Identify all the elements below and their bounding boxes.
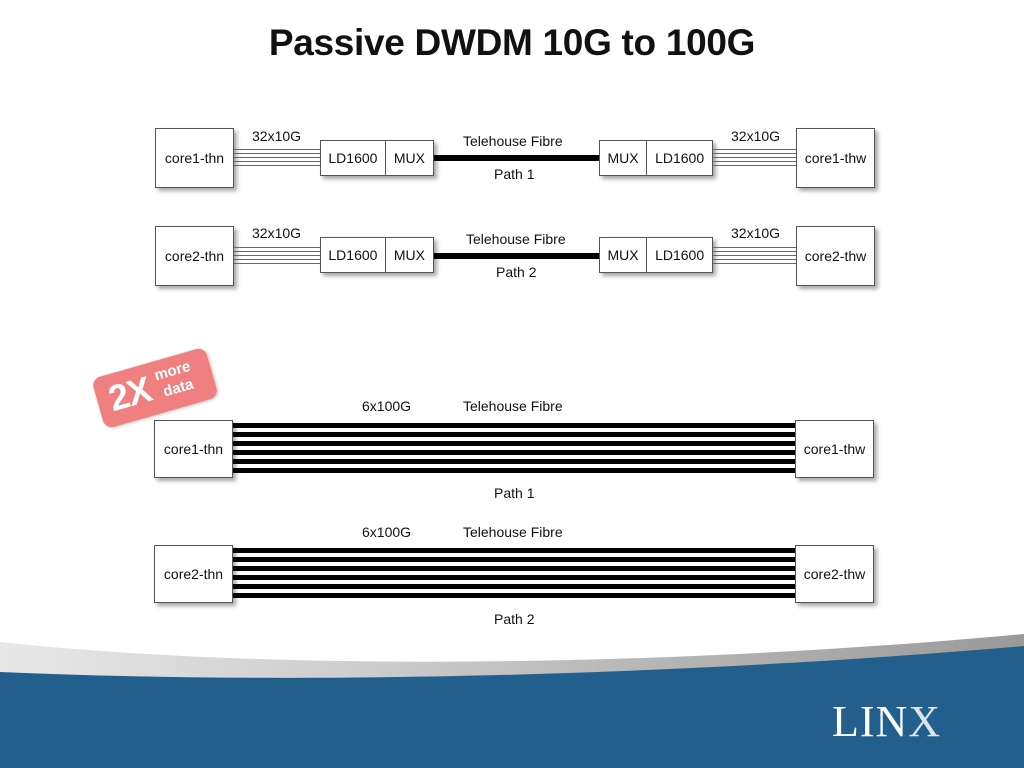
fibre-strand xyxy=(713,255,796,256)
fibre-100g-strand xyxy=(233,584,795,589)
footer-wave xyxy=(0,634,1024,768)
fibre-strand xyxy=(713,153,796,154)
mux-label: MUX xyxy=(607,247,639,263)
fibre-strand xyxy=(234,165,320,166)
fibre-strand xyxy=(234,251,320,252)
path-label: Path 2 xyxy=(494,611,535,627)
more-data-badge: 2X more data xyxy=(91,346,219,430)
fibre-strand xyxy=(234,247,320,248)
router-core2-thn: core2-thn xyxy=(154,545,233,603)
mux-ld1600-right: MUX LD1600 xyxy=(599,237,713,273)
fibre-100g-strand xyxy=(233,459,795,464)
ld1600-mux-left: LD1600 MUX xyxy=(320,140,434,176)
router-core1-thn: core1-thn xyxy=(154,420,233,478)
fibre-label: Telehouse Fibre xyxy=(463,524,563,540)
fibre-strand xyxy=(713,247,796,248)
fibre-strand xyxy=(234,259,320,260)
fibre-strand xyxy=(713,259,796,260)
logo-text: LIN xyxy=(832,697,909,746)
router-core1-thw: core1-thw xyxy=(796,128,875,188)
fibre-100g-strand xyxy=(233,468,795,473)
fibre-100g-strand xyxy=(233,432,795,437)
fibre-strand xyxy=(234,149,320,150)
fibre-strand xyxy=(234,255,320,256)
ld1600-label: LD1600 xyxy=(328,247,378,263)
fibre-strand xyxy=(713,157,796,158)
fibre-label: Telehouse Fibre xyxy=(466,231,566,247)
telehouse-fibre-line xyxy=(434,253,599,259)
fibre-100g-strand xyxy=(233,575,795,580)
router-core2-thn: core2-thn xyxy=(155,226,234,286)
fibre-strand xyxy=(713,263,796,264)
router-core1-thw: core1-thw xyxy=(795,420,874,478)
fibre-strand xyxy=(234,153,320,154)
router-core2-thw: core2-thw xyxy=(795,545,874,603)
link-label-left: 32x10G xyxy=(252,128,302,144)
fibre-strand xyxy=(713,165,796,166)
fibre-100g-strand xyxy=(233,423,795,428)
mux-ld1600-right: MUX LD1600 xyxy=(599,140,713,176)
router-core2-thw: core2-thw xyxy=(796,226,875,286)
mux-label: MUX xyxy=(607,150,639,166)
fibre-100g-strand xyxy=(233,593,795,598)
link-label-left: 32x10G xyxy=(252,225,302,241)
linx-logo: LINX xyxy=(832,696,941,747)
link-label-right: 32x10G xyxy=(731,128,781,144)
router-core1-thn: core1-thn xyxy=(155,128,234,188)
fibre-strand xyxy=(234,157,320,158)
fibre-strand xyxy=(713,161,796,162)
ld1600-label: LD1600 xyxy=(328,150,378,166)
path-label: Path 1 xyxy=(494,166,535,182)
mux-label: MUX xyxy=(384,141,433,175)
fibre-100g-strand xyxy=(233,557,795,562)
fibre-strand xyxy=(713,149,796,150)
ld1600-label: LD1600 xyxy=(646,238,712,272)
badge-multiplier: 2X xyxy=(103,368,156,420)
link-label: 6x100G xyxy=(362,524,412,540)
path-label: Path 2 xyxy=(496,264,537,280)
link-label: 6x100G xyxy=(362,398,412,414)
logo-x: X xyxy=(908,697,942,746)
path-label: Path 1 xyxy=(494,485,535,501)
mux-label: MUX xyxy=(384,238,433,272)
fibre-100g-strand xyxy=(233,548,795,553)
fibre-100g-strand xyxy=(233,441,795,446)
link-label-right: 32x10G xyxy=(731,225,781,241)
fibre-label: Telehouse Fibre xyxy=(463,133,563,149)
telehouse-fibre-line xyxy=(434,155,599,161)
fibre-strand xyxy=(713,251,796,252)
ld1600-mux-left: LD1600 MUX xyxy=(320,237,434,273)
fibre-strand xyxy=(234,161,320,162)
fibre-100g-strand xyxy=(233,566,795,571)
fibre-strand xyxy=(234,263,320,264)
slide-title: Passive DWDM 10G to 100G xyxy=(268,22,756,63)
ld1600-label: LD1600 xyxy=(646,141,712,175)
fibre-label: Telehouse Fibre xyxy=(463,398,563,414)
fibre-100g-strand xyxy=(233,450,795,455)
